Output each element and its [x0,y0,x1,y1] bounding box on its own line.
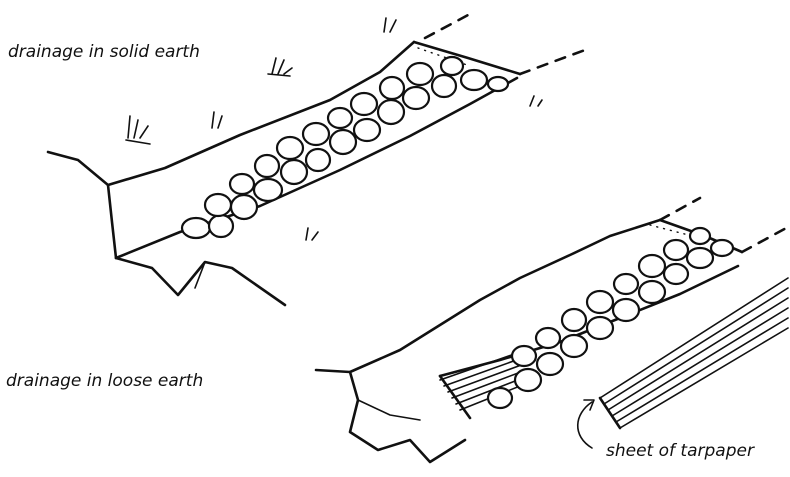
stones-loose-earth [488,228,733,408]
grass-tuft-icon [126,18,542,240]
curved-arrow-icon [578,400,594,448]
stones-solid-earth [182,57,508,238]
